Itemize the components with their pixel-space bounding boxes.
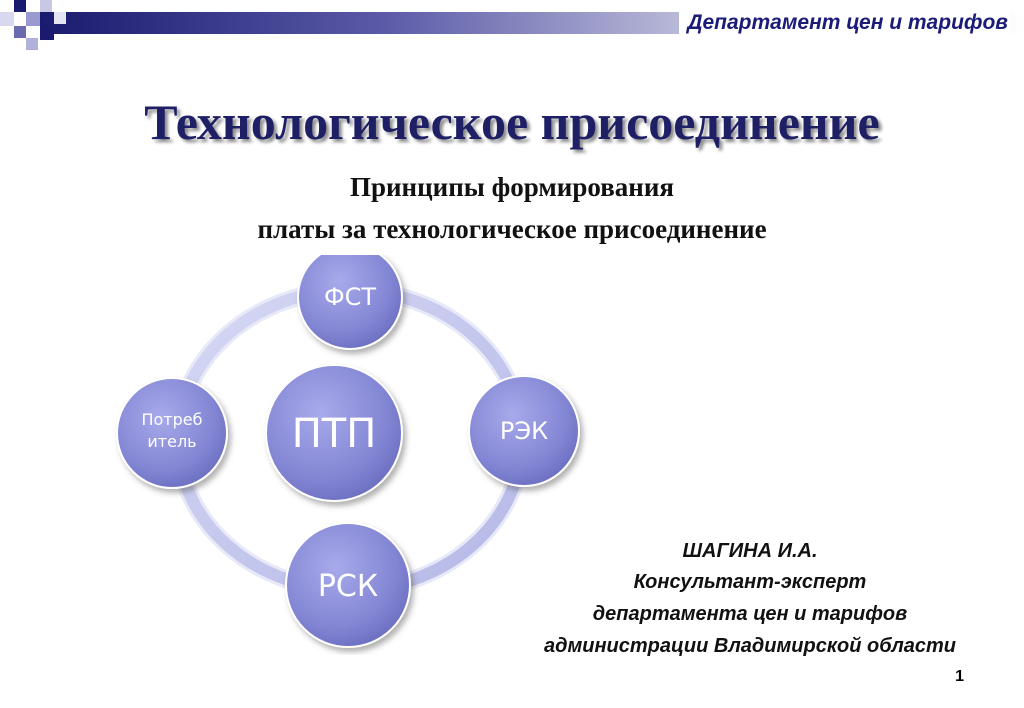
page-number: 1 bbox=[955, 668, 964, 685]
cycle-diagram: ПТП ФСТ РЭК РСК Потреб итель bbox=[116, 255, 580, 648]
subtitle-line-1: Принципы формирования bbox=[349, 172, 674, 202]
department-header: Департамент цен и тарифов bbox=[679, 9, 1010, 37]
node-right bbox=[468, 375, 580, 487]
author-administration: администрации Владимирской области bbox=[543, 635, 957, 657]
node-bottom-label: РСК bbox=[318, 569, 378, 604]
node-center bbox=[265, 364, 403, 502]
author-position: Консультант-эксперт bbox=[633, 571, 867, 593]
node-top-label: ФСТ bbox=[324, 283, 376, 311]
node-left-label-line-1: Потреб bbox=[141, 410, 202, 429]
author-department: департамента цен и тарифов bbox=[592, 603, 908, 625]
node-left bbox=[116, 377, 228, 489]
header-bar: Департамент цен и тарифов bbox=[0, 0, 1024, 52]
node-bottom bbox=[285, 522, 411, 648]
node-right-label: РЭК bbox=[500, 417, 548, 445]
page-title: Технологическое присоединение bbox=[144, 94, 880, 150]
author-name: ШАГИНА И.А. bbox=[682, 540, 818, 562]
node-top bbox=[297, 255, 403, 350]
subtitle-line-2: платы за технологическое присоединение bbox=[257, 214, 767, 244]
node-center-label: ПТП bbox=[292, 411, 377, 457]
node-left-label-line-2: итель bbox=[147, 432, 196, 451]
header-decorative-squares bbox=[0, 0, 90, 52]
